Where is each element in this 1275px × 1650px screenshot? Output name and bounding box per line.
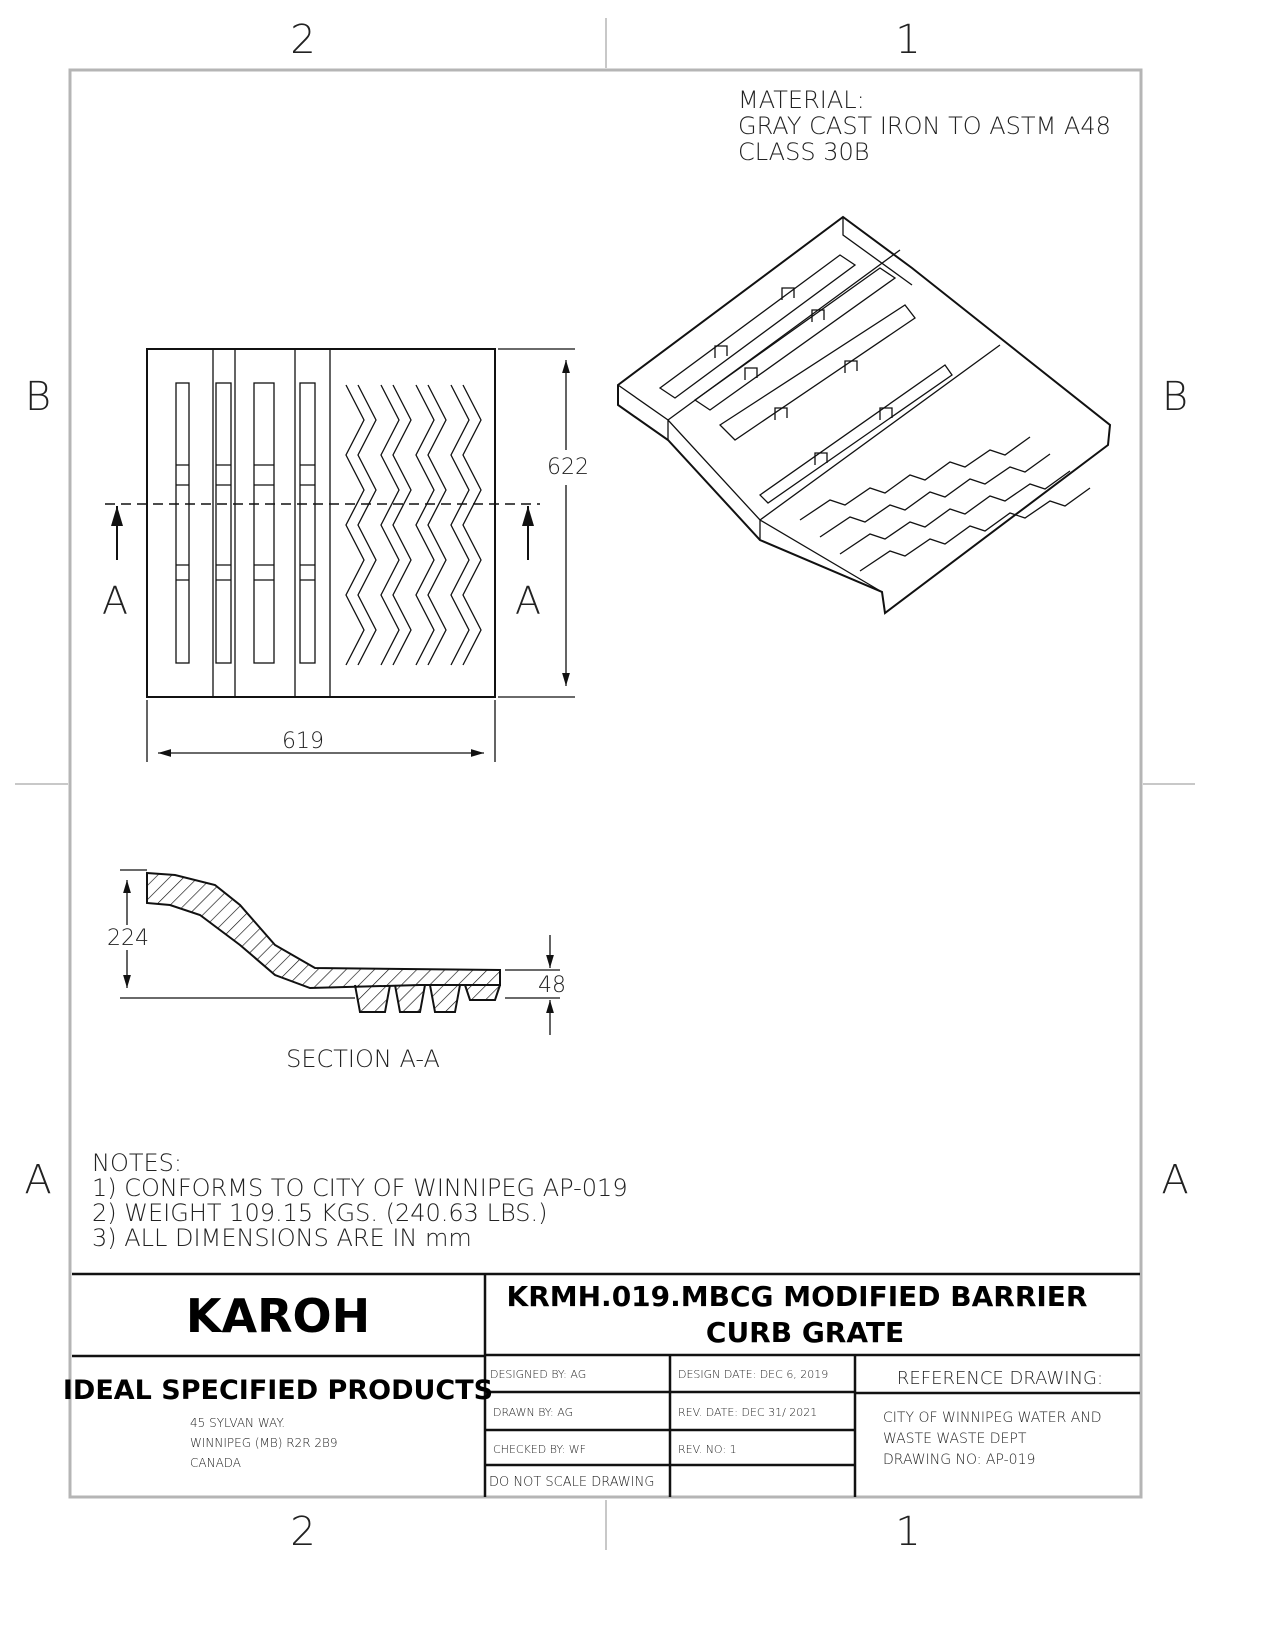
svg-text:GRAY CAST IRON TO ASTM A48: GRAY CAST IRON TO ASTM A48 [738, 112, 1111, 140]
svg-text:45 SYLVAN WAY.: 45 SYLVAN WAY. [190, 1416, 285, 1430]
zigzag-slot-edge [357, 384, 377, 666]
svg-text:REV. NO: 1: REV. NO: 1 [678, 1443, 737, 1456]
svg-text:CITY OF WINNIPEG WATER AND: CITY OF WINNIPEG WATER AND [883, 1410, 1102, 1426]
svg-text:DESIGNED BY: AG: DESIGNED BY: AG [490, 1368, 586, 1381]
sheet-border [68, 68, 1143, 1499]
svg-text:CLASS 30B: CLASS 30B [738, 138, 869, 166]
svg-text:DRAWN BY: AG: DRAWN BY: AG [493, 1406, 573, 1419]
brand-logo: KAROH [186, 1289, 370, 1343]
zone-right-a: A [1161, 1157, 1188, 1203]
zone-left-b: B [25, 374, 51, 420]
material-note: MATERIAL: GRAY CAST IRON TO ASTM A48 CLA… [738, 86, 1111, 166]
svg-text:WASTE WASTE DEPT: WASTE WASTE DEPT [883, 1431, 1027, 1447]
notes: NOTES: 1) CONFORMS TO CITY OF WINNIPEG A… [92, 1149, 628, 1252]
zigzag-slot-edge [345, 384, 365, 666]
title-block: KAROH IDEAL SPECIFIED PRODUCTS 45 SYLVAN… [63, 1272, 1140, 1497]
dim-width: 619 [282, 729, 324, 754]
svg-text:NOTES:: NOTES: [92, 1149, 182, 1177]
zigzag-slot-edge [427, 384, 447, 666]
zone-right-b: B [1162, 374, 1188, 420]
zigzag-openings [345, 384, 482, 666]
slot-openings [175, 382, 316, 664]
dim-section-height: 224 [107, 926, 149, 951]
zone-top-1: 1 [895, 17, 920, 63]
dim-section-depth: 48 [538, 973, 566, 998]
svg-text:2) WEIGHT 109.15 KGS. (240.63: 2) WEIGHT 109.15 KGS. (240.63 LBS.) [92, 1199, 547, 1227]
company-name: IDEAL SPECIFIED PRODUCTS [63, 1375, 493, 1406]
isometric-view [617, 215, 1112, 615]
zigzag-slot-edge [415, 384, 435, 666]
zone-left-a: A [24, 1157, 51, 1203]
svg-text:DO NOT SCALE DRAWING: DO NOT SCALE DRAWING [489, 1475, 654, 1490]
svg-text:1) CONFORMS TO CITY OF WINNIPE: 1) CONFORMS TO CITY OF WINNIPEG AP-019 [92, 1174, 628, 1202]
section-title: SECTION A-A [286, 1045, 440, 1073]
svg-text:3) ALL DIMENSIONS ARE IN mm: 3) ALL DIMENSIONS ARE IN mm [92, 1224, 472, 1252]
zone-bottom-2: 2 [290, 1509, 315, 1555]
section-label-right: A [515, 579, 541, 623]
zigzag-slot-edge [392, 384, 412, 666]
svg-text:DESIGN DATE: DEC 6, 2019: DESIGN DATE: DEC 6, 2019 [678, 1368, 828, 1381]
section-view: 224 48 SECTION A-A [107, 869, 566, 1073]
zigzag-slot-edge [380, 384, 400, 666]
svg-text:MATERIAL:: MATERIAL: [738, 86, 865, 114]
zone-top-2: 2 [290, 17, 315, 63]
plan-view: A A 622 619 [102, 348, 589, 762]
svg-text:REV. DATE: DEC 31/ 2021: REV. DATE: DEC 31/ 2021 [678, 1406, 817, 1419]
svg-text:DRAWING NO: AP-019: DRAWING NO: AP-019 [883, 1452, 1035, 1468]
section-label-left: A [102, 579, 128, 623]
zigzag-slot-edge [462, 384, 482, 666]
svg-text:WINNIPEG (MB) R2R 2B9: WINNIPEG (MB) R2R 2B9 [190, 1436, 337, 1450]
drawing-title: KRMH.019.MBCG MODIFIED BARRIER [507, 1280, 1088, 1313]
svg-text:REFERENCE DRAWING:: REFERENCE DRAWING: [897, 1368, 1103, 1389]
svg-text:CURB GRATE: CURB GRATE [706, 1316, 904, 1349]
zone-bottom-1: 1 [895, 1509, 920, 1555]
svg-text:CANADA: CANADA [190, 1456, 241, 1470]
zigzag-slot-edge [450, 384, 470, 666]
svg-text:CHECKED BY: WF: CHECKED BY: WF [493, 1443, 586, 1456]
dim-height: 622 [547, 455, 589, 480]
zone-markers: 2 1 2 1 B A B A [15, 17, 1195, 1555]
